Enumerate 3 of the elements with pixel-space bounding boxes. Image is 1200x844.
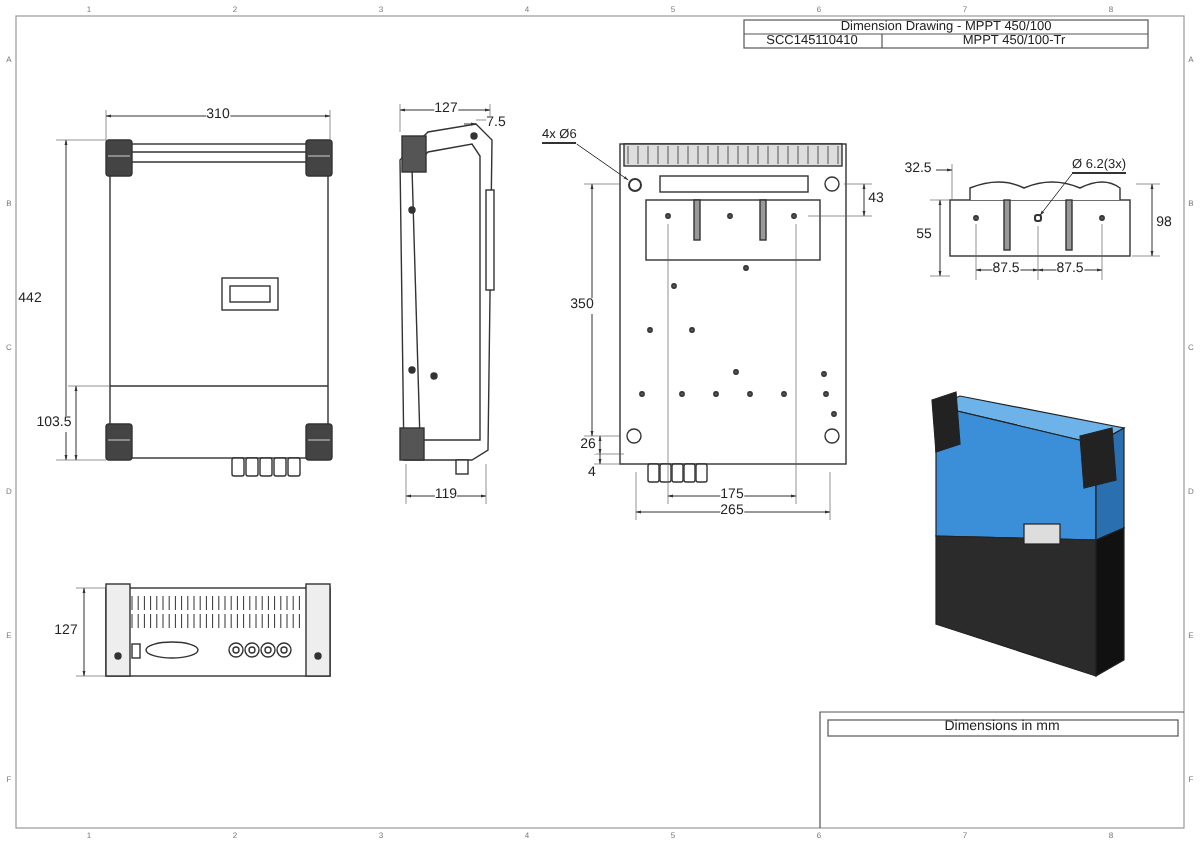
leader-line xyxy=(1039,173,1073,216)
mounting-hole xyxy=(1034,214,1042,222)
leader-line xyxy=(576,143,629,181)
